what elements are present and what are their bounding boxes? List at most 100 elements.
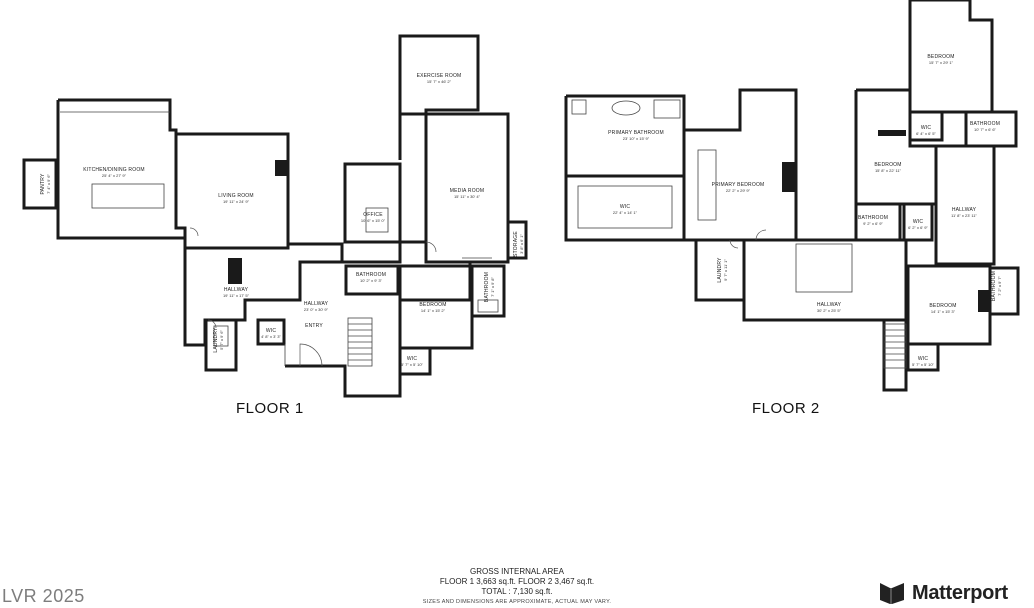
f2-room-name-12: BATHROOM xyxy=(991,271,997,301)
pantry-walls xyxy=(22,158,58,210)
bathroom-2-walls xyxy=(470,264,506,318)
f2-room-name-11: WIC xyxy=(913,219,924,225)
f1-room-dim-4: 15' 11" x 30' 4" xyxy=(454,194,481,199)
f2-room-dim-6: 6' 4" x 6' 5" xyxy=(916,131,936,136)
floor-1-plan xyxy=(22,34,528,398)
f1-room-dim-6: 3' 8" x 6' 1" xyxy=(519,234,524,254)
f2-room-dim-11: 6' 2" x 6' 9" xyxy=(908,225,928,230)
f1-room-name-14: LAUNDRY xyxy=(213,327,219,353)
f1-room-name-3: EXERCISE ROOM xyxy=(417,73,462,79)
f1-room-name-11: BATHROOM xyxy=(484,272,490,302)
f2-room-dim-5: 15' 7" x 29' 1" xyxy=(929,60,954,65)
f2-room-dim-9: 11' 8" x 23' 11" xyxy=(951,213,977,218)
watermark-text: LVR 2025 xyxy=(2,586,85,606)
wic-bedroom-walls xyxy=(398,346,432,376)
f1-room-name-0: KITCHEN/DINING ROOM xyxy=(83,167,145,173)
f1-room-name-6: STORAGE xyxy=(513,231,519,257)
f1-room-dim-11: 7' 1" x 9' 8" xyxy=(490,277,495,297)
bathroom-1-walls xyxy=(344,264,400,296)
f2-room-name-3: LAUNDRY xyxy=(717,257,723,283)
f1-room-name-2: LIVING ROOM xyxy=(218,193,254,199)
hallway-fireplace xyxy=(228,258,242,284)
laundry-walls xyxy=(204,318,238,372)
f2-room-name-10: BATHROOM xyxy=(858,215,888,221)
wic-3-walls xyxy=(902,202,934,242)
brand-logo: Matterport xyxy=(878,580,1008,606)
floor-1-stairs xyxy=(347,317,373,367)
f2-room-name-0: PRIMARY BATHROOM xyxy=(608,130,664,136)
f2-room-dim-10: 9' 2" x 6' 9" xyxy=(863,221,883,226)
f2-room-name-9: HALLWAY xyxy=(952,207,977,213)
f1-room-dim-3: 15' 7" x 46' 2" xyxy=(427,79,452,84)
hallway-3-walls xyxy=(742,238,908,392)
kitchen-island xyxy=(91,183,165,209)
exercise-room-walls xyxy=(398,34,480,160)
f1-room-name-10: BATHROOM xyxy=(356,272,386,278)
matterport-logo-icon xyxy=(880,583,904,604)
bedroom-3-walls xyxy=(854,88,938,206)
f2-room-name-6: WIC xyxy=(921,125,932,131)
brand-name: Matterport xyxy=(912,581,1008,604)
f2-room-name-7: BATHROOM xyxy=(970,121,1000,127)
f1-room-dim-7: 19' 11" x 17' 5" xyxy=(223,293,250,298)
office-walls xyxy=(343,162,402,244)
floor-2-plan xyxy=(564,0,1020,392)
f1-room-dim-10: 10' 2" x 9' 3" xyxy=(360,278,383,283)
f1-room-name-15: WIC xyxy=(266,328,277,334)
floor-1-label: FLOOR 1 xyxy=(236,400,304,417)
bedroom-3-fireplace xyxy=(878,130,906,136)
gross-internal-area: GROSS INTERNAL AREA FLOOR 1 3,663 sq.ft.… xyxy=(400,567,634,607)
f2-room-name-1: WIC xyxy=(620,204,631,210)
f2-room-name-4: HALLWAY xyxy=(817,302,842,308)
f1-room-name-13: WIC xyxy=(407,356,418,362)
f2-room-dim-4: 30' 2" x 25' 5" xyxy=(817,308,842,313)
hallway-1-walls xyxy=(183,238,344,347)
f1-room-dim-2: 19' 11" x 24' 9" xyxy=(223,199,250,204)
bedroom-4-fireplace xyxy=(978,290,990,312)
area-disclaimer: SIZES AND DIMENSIONS ARE APPROXIMATE, AC… xyxy=(422,599,612,605)
floor-2-label: FLOOR 2 xyxy=(752,400,820,417)
f1-room-dim-12: 14' 1" x 15' 2" xyxy=(421,308,446,313)
primary-wic-walls xyxy=(564,174,686,242)
living-room-walls xyxy=(176,132,290,250)
f2-room-name-14: WIC xyxy=(918,356,929,362)
f2-room-dim-8: 15' 8" x 22' 11" xyxy=(875,168,902,173)
f2-room-dim-7: 10' 7" x 6' 6" xyxy=(974,127,997,132)
open-to-below xyxy=(795,243,853,293)
f1-room-name-4: MEDIA ROOM xyxy=(450,188,485,194)
hallway-2-walls xyxy=(285,240,472,398)
f1-room-name-12: BEDROOM xyxy=(419,302,446,308)
entry-door-swing xyxy=(299,343,323,367)
f1-room-dim-0: 25' 4" x 27' 9" xyxy=(102,173,127,178)
hallway-4-walls xyxy=(934,144,996,266)
f1-room-dim-13: 5' 7" x 5' 10" xyxy=(401,362,424,367)
f2-room-dim-2: 22' 2" x 29' 9" xyxy=(726,188,751,193)
f1-room-name-5: OFFICE xyxy=(363,212,383,218)
area-floors: FLOOR 1 3,663 sq.ft. FLOOR 2 3,467 sq.ft… xyxy=(439,577,595,586)
f1-room-name-8: HALLWAY xyxy=(304,301,329,307)
f1-room-name-9: ENTRY xyxy=(305,323,323,329)
f2-room-dim-13: 14' 1" x 15' 3" xyxy=(931,309,956,314)
f1-room-name-1: PANTRY xyxy=(40,173,46,194)
f2-room-dim-12: 7' 2" x 9' 7" xyxy=(997,276,1002,296)
wic-4-walls xyxy=(906,342,940,372)
f1-room-dim-8: 23' 0" x 30' 9" xyxy=(304,307,329,312)
f1-room-dim-15: 4' 8" x 3' 3" xyxy=(261,334,281,339)
f2-room-dim-1: 22' 4" x 14' 1" xyxy=(613,210,638,215)
f2-room-dim-14: 5' 7" x 5' 10" xyxy=(912,362,935,367)
f2-room-name-13: BEDROOM xyxy=(929,303,956,309)
floor-2-stairs xyxy=(883,323,907,369)
area-title: GROSS INTERNAL AREA xyxy=(470,567,564,576)
f1-room-name-7: HALLWAY xyxy=(224,287,249,293)
wic-small-walls xyxy=(256,318,286,346)
f2-room-name-5: BEDROOM xyxy=(927,54,954,60)
area-total: TOTAL : 7,130 sq.ft. xyxy=(481,587,553,596)
f1-room-dim-14: 5' 7" x 9' 6" xyxy=(219,330,224,350)
bathroom-4-walls xyxy=(854,202,902,242)
primary-fireplace xyxy=(782,162,796,192)
f1-room-dim-5: 10' 6" x 15' 0" xyxy=(361,218,386,223)
primary-bedroom-walls xyxy=(684,88,798,242)
